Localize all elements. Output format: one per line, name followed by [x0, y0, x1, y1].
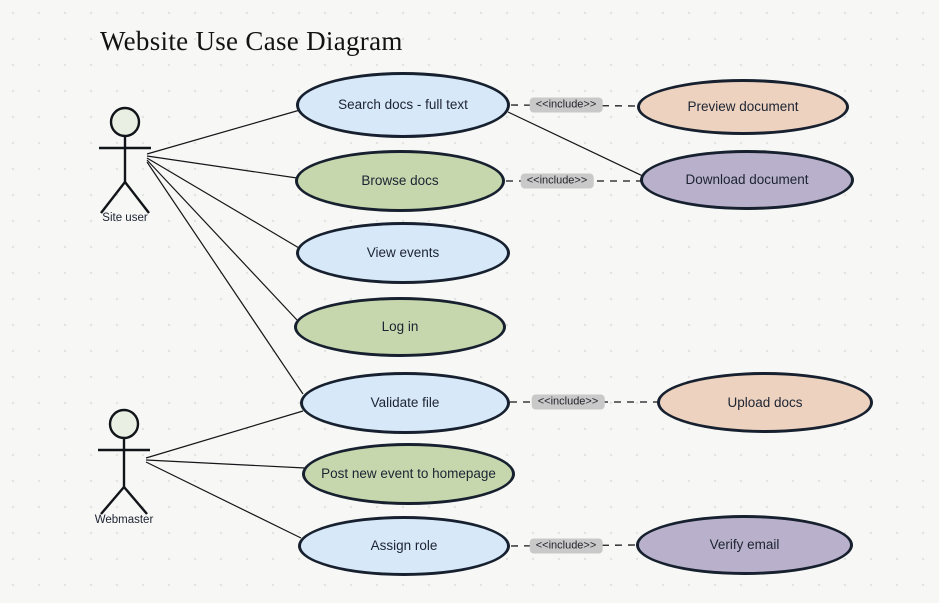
use-case-view-events[interactable]: View events: [296, 222, 510, 284]
use-case-assign-role[interactable]: Assign role: [298, 516, 510, 576]
association-site-user-search-docs: [146, 109, 301, 155]
include-badge: <<include>>: [529, 97, 603, 113]
webmaster-associations: [145, 410, 306, 539]
include-assign-role-verify-email: [510, 544, 638, 547]
use-case-verify-email[interactable]: Verify email: [636, 515, 853, 575]
association-webmaster-post-new-event: [145, 459, 306, 469]
use-case-validate-file[interactable]: Validate file: [300, 372, 510, 434]
association-webmaster-validate-file: [145, 410, 304, 459]
include-badge: <<include>>: [529, 538, 603, 554]
use-case-label: Post new event to homepage: [321, 466, 496, 482]
actor-right-leg: [124, 181, 150, 214]
use-case-label: Validate file: [370, 395, 440, 411]
use-case-log-in[interactable]: Log in: [294, 297, 506, 357]
actor-webmaster[interactable]: [98, 408, 150, 515]
actor-head: [109, 106, 141, 138]
association-site-user-log-in: [146, 159, 298, 321]
use-case-label: Preview document: [687, 99, 799, 115]
use-case-label: Assign role: [370, 538, 438, 554]
include-connectors: [506, 104, 658, 547]
use-case-label: Browse docs: [361, 173, 439, 189]
use-case-search-docs[interactable]: Search docs - full text: [296, 72, 510, 138]
association-search-docs-download-document: [507, 111, 648, 179]
diagram-title: Website Use Case Diagram: [100, 26, 403, 56]
use-case-label: Verify email: [709, 537, 780, 553]
use-case-label: Search docs - full text: [338, 97, 468, 113]
use-case-label: Upload docs: [727, 394, 803, 410]
use-case-preview-document[interactable]: Preview document: [637, 79, 849, 135]
use-case-label: Log in: [381, 319, 419, 335]
actor-head: [108, 408, 140, 440]
use-case-label: Download document: [685, 172, 809, 188]
association-webmaster-assign-role: [145, 461, 302, 539]
actor-left-leg: [100, 486, 125, 515]
actor-right-leg: [123, 486, 148, 515]
use-case-label: View events: [366, 245, 440, 261]
actor-label-site-user: Site user: [102, 212, 148, 224]
include-badge: <<include>>: [531, 394, 605, 410]
use-case-download-document[interactable]: Download document: [640, 150, 854, 210]
association-site-user-view-events: [146, 157, 300, 249]
include-search-docs-preview-document: [510, 104, 639, 107]
association-site-user-validate-file: [146, 161, 304, 395]
association-site-user-browse-docs: [146, 155, 298, 179]
actor-label-webmaster: Webmaster: [94, 514, 154, 526]
use-case-upload-docs[interactable]: Upload docs: [657, 372, 873, 433]
include-badge: <<include>>: [520, 173, 594, 189]
actor-site-user[interactable]: [99, 106, 151, 214]
site-user-associations: [146, 109, 304, 395]
use-case-post-new-event[interactable]: Post new event to homepage: [302, 443, 515, 505]
actor-left-leg: [100, 181, 126, 214]
use-case-browse-docs[interactable]: Browse docs: [295, 150, 505, 212]
